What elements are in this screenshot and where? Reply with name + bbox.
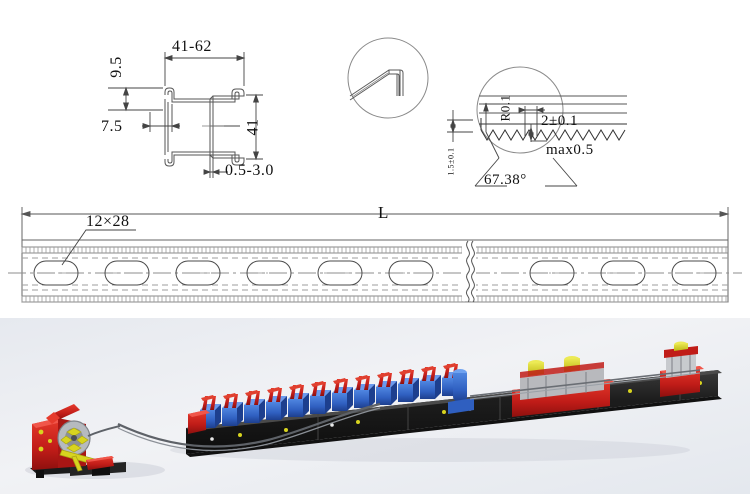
bend-detail-circle: [347, 37, 429, 119]
drive-motor: [448, 369, 474, 414]
cutting-unit: [660, 341, 704, 397]
cross-section-geometry: [108, 52, 263, 178]
dim-lip-height-label: 9.5: [107, 56, 125, 78]
serration-maxdepth-label: max0.5: [546, 142, 594, 158]
machine-render-panel: [0, 318, 750, 494]
steel-strip: [117, 369, 701, 452]
dim-width-label: 41-62: [172, 38, 212, 55]
serration-pitch-label: 2±0.1: [541, 113, 578, 129]
overall-length-label: L: [378, 203, 389, 222]
slot-group-right: [529, 260, 717, 286]
dim-height-label: 41: [244, 118, 262, 136]
dim-lip-inner-label: 7.5: [101, 118, 123, 135]
serration-left-dim-label: 1.5±0.1: [446, 147, 456, 176]
decoiler-unit: [30, 404, 126, 478]
roll-forming-line-illustration: [0, 318, 750, 494]
slot-size-label: 12×28: [86, 213, 130, 230]
serration-radius-label: R0.1: [497, 94, 513, 122]
dim-thickness-label: 0.5-3.0: [225, 162, 274, 179]
serration-angle-label: 67.38°: [484, 172, 527, 188]
serration-detail-circle: [447, 66, 627, 187]
technical-drawing-panel: 41-62 9.5 7.5 41 0.5-3.0: [8, 37, 742, 303]
slot-group-left: [33, 260, 434, 286]
strut-elevation-geometry: [8, 207, 742, 303]
roll-forming-stations: [188, 363, 474, 434]
